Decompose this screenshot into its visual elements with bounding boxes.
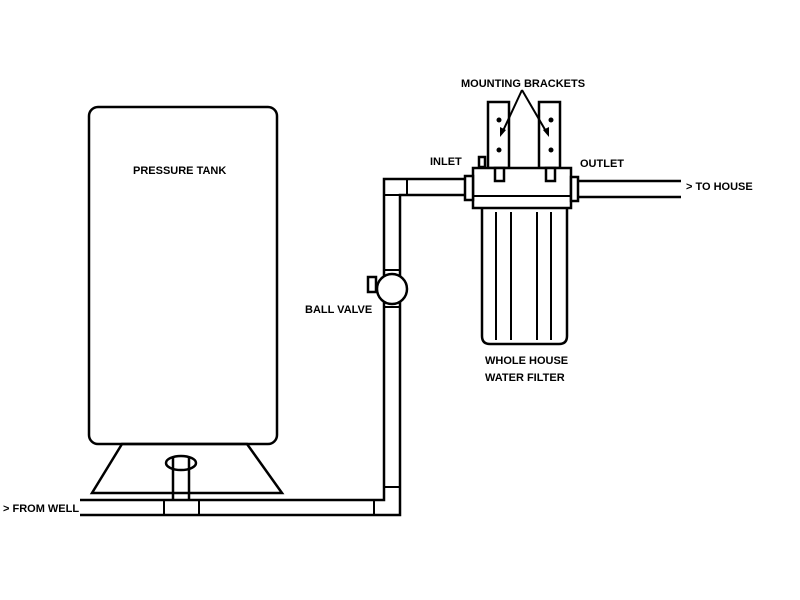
- ball-valve: [375, 272, 409, 306]
- outlet-fitting: [569, 175, 580, 203]
- filter-head-clip: [544, 166, 557, 183]
- bracket-arrowhead: [500, 127, 506, 137]
- mounting-bracket-right: [537, 100, 562, 170]
- supply-pipe-lower: [80, 177, 465, 502]
- tank-outlet-pipe: [171, 458, 191, 500]
- bracket-pointer-lines: [501, 89, 548, 134]
- inlet-fitting: [463, 174, 475, 202]
- bracket-hole: [496, 117, 502, 123]
- to-house-label: > TO HOUSE: [686, 181, 753, 193]
- mounting-bracket-left: [486, 100, 511, 170]
- bracket-hole: [548, 117, 554, 123]
- outlet-pipe: [578, 179, 681, 199]
- inlet-label: INLET: [430, 156, 462, 168]
- tank-outlet-fitting: [164, 454, 198, 472]
- filter-canister: [480, 209, 569, 346]
- pressure-release-button: [477, 155, 487, 169]
- filter-head-clip: [493, 166, 506, 183]
- supply-pipe-upper: [80, 193, 465, 517]
- filter-head: [471, 166, 573, 210]
- pipe-joints: [163, 179, 408, 515]
- pressure-tank-label: PRESSURE TANK: [133, 165, 226, 177]
- from-well-label: > FROM WELL: [3, 503, 79, 515]
- filter-ribs: [495, 212, 552, 340]
- bracket-hole: [496, 147, 502, 153]
- pressure-tank: [87, 105, 279, 446]
- filter-label-line1: WHOLE HOUSE: [485, 355, 568, 367]
- filter-label-line2: WATER FILTER: [485, 372, 565, 384]
- bracket-arrowhead: [543, 127, 549, 137]
- ball-valve-bands: [384, 269, 400, 308]
- ball-valve-label: BALL VALVE: [305, 304, 372, 316]
- outlet-label: OUTLET: [580, 158, 624, 170]
- bracket-hole: [548, 147, 554, 153]
- tank-stand: [89, 442, 285, 495]
- ball-valve-handle: [366, 275, 378, 294]
- mounting-brackets-label: MOUNTING BRACKETS: [461, 78, 585, 90]
